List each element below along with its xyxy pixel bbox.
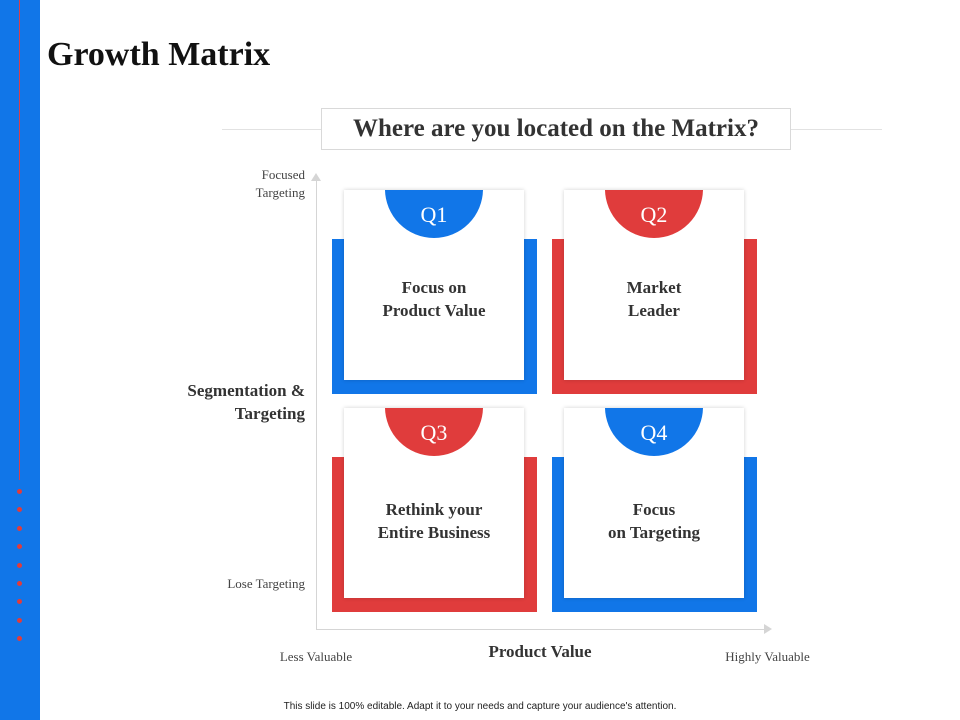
x-axis-line [316,629,766,630]
x-axis-title: Product Value [488,642,592,661]
quadrant-q1-card: Q1 Focus on Product Value [344,190,524,380]
sidebar-dot [17,507,22,513]
quadrant-q4-card: Q4 Focus on Targeting [564,408,744,598]
quadrant-q3-id: Q3 [420,420,448,445]
y-axis-line [316,180,317,630]
y-axis-bottom-label: Lose Targeting [227,576,305,591]
quadrant-q2-id: Q2 [640,202,668,227]
sidebar-dot [17,617,22,623]
quadrant-q3-text: Rethink your Entire Business [377,500,491,542]
sidebar-dot [17,599,22,605]
sidebar-dot [17,525,22,531]
quadrant-q1-id: Q1 [420,202,448,227]
x-axis-right-label: Highly Valuable [725,649,810,664]
sidebar-bar [0,0,40,720]
x-axis-left-label: Less Valuable [279,649,353,664]
footer-note: This slide is 100% editable. Adapt it to… [283,701,677,712]
quadrant-q3-card: Q3 Rethink your Entire Business [344,408,524,598]
x-axis-arrow-icon [764,624,772,634]
sidebar-dot [17,580,22,586]
quadrant-q4-text: Focus on Targeting [607,500,701,542]
quadrant-q4-id: Q4 [640,420,668,445]
sidebar-dot [17,562,22,568]
quadrant-q2-card: Q2 Market Leader [564,190,744,380]
sidebar-dot [17,489,22,494]
y-axis-arrow-icon [311,173,321,181]
sidebar-line [19,0,20,480]
quadrant-q2-text: Market Leader [626,278,682,320]
sidebar-dots [17,489,23,655]
sidebar-dot [17,544,22,550]
quadrant-q1-text: Focus on Product Value [382,278,486,320]
subtitle-box: Where are you located on the Matrix? [321,108,791,150]
y-axis-top-label: Focused Targeting [255,167,305,200]
y-axis-title: Segmentation & Targeting [187,381,305,423]
sidebar-dot [17,636,22,642]
page-title: Growth Matrix [47,36,271,73]
